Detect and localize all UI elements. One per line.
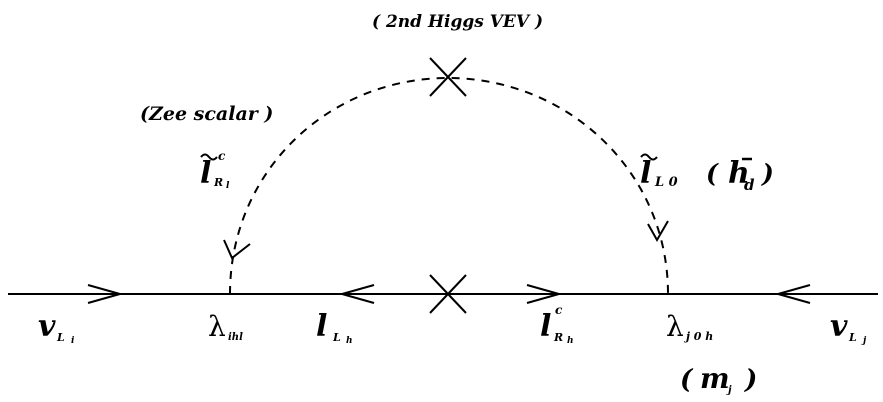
svg-text:R: R — [213, 176, 223, 189]
vev-note: ( 2nd Higgs VEV ) — [372, 12, 543, 32]
zee-scalar-note: (Zee scalar ) — [140, 103, 273, 125]
svg-text:l: l — [640, 156, 651, 191]
svg-text:m: m — [700, 362, 730, 395]
nu-right-label: v L j — [830, 309, 867, 346]
svg-text:(: ( — [706, 159, 719, 188]
tilde-mark — [640, 153, 658, 161]
arrow-down-scalar-right — [647, 220, 669, 243]
mass-label: ( m j ) — [680, 362, 757, 396]
svg-text:R: R — [553, 331, 563, 344]
svg-text:L 0: L 0 — [654, 175, 678, 190]
arrow-left-lepton-left — [338, 284, 375, 304]
svg-text:): ) — [761, 159, 774, 188]
svg-text:l: l — [226, 181, 230, 191]
svg-text:ihl: ihl — [228, 332, 243, 343]
scalar-right-label: l L 0 — [640, 153, 678, 191]
svg-text:h: h — [567, 336, 574, 346]
svg-text:λ: λ — [208, 310, 226, 343]
vev-insertion-cross — [429, 57, 467, 97]
hd-label: ( h d ) — [706, 156, 774, 194]
svg-text:j: j — [726, 385, 732, 396]
svg-text:j 0 h: j 0 h — [684, 330, 713, 343]
arrow-right-nu-left — [87, 284, 124, 304]
svg-text:l: l — [316, 309, 327, 344]
scalar-left-label: l c R l — [200, 149, 230, 191]
scalar-dashed-arc — [229, 76, 669, 295]
svg-text:): ) — [744, 365, 757, 395]
mass-insertion-cross — [429, 274, 467, 314]
svg-text:i: i — [71, 336, 75, 346]
svg-text:l: l — [200, 156, 211, 191]
nu-left-label: v L i — [38, 309, 75, 346]
arrow-right-lepton-right — [526, 284, 563, 304]
lepton-left-label: l L h — [316, 309, 353, 346]
svg-text:v: v — [830, 309, 848, 344]
lepton-right-label: l c R h — [540, 303, 574, 346]
svg-text:h: h — [728, 156, 750, 191]
svg-text:c: c — [555, 303, 563, 317]
svg-text:L: L — [332, 331, 341, 344]
svg-text:c: c — [218, 149, 226, 163]
svg-text:L: L — [56, 331, 65, 344]
svg-text:l: l — [540, 309, 551, 344]
svg-text:L: L — [848, 331, 857, 344]
arrow-down-scalar-left — [223, 239, 251, 260]
svg-text:d: d — [744, 176, 755, 194]
svg-text:j: j — [861, 336, 867, 346]
tilde-mark — [200, 153, 218, 161]
lambda-right-label: λ j 0 h — [666, 310, 713, 343]
arrow-left-nu-right — [774, 284, 811, 304]
svg-text:h: h — [346, 336, 353, 346]
svg-text:v: v — [38, 309, 56, 344]
svg-text:λ: λ — [666, 310, 684, 343]
svg-text:(: ( — [680, 365, 694, 395]
lambda-left-label: λ ihl — [208, 310, 243, 343]
